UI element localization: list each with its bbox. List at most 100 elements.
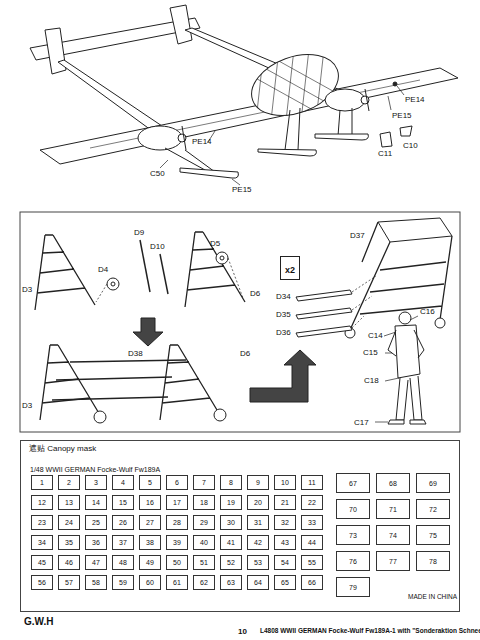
ladder-parts-shape bbox=[160, 254, 168, 294]
mask-number: 74 bbox=[389, 532, 397, 539]
mask-piece: 79 bbox=[336, 577, 370, 597]
panel-frame bbox=[20, 212, 460, 432]
ladder-parts-shape bbox=[214, 409, 226, 421]
ladder-parts-shape bbox=[350, 222, 452, 330]
ladder-parts-shape bbox=[140, 240, 150, 292]
note: L4808 WWII GERMAN Focke-Wulf Fw189A-1 wi… bbox=[260, 628, 480, 635]
ladder-parts-shape bbox=[216, 252, 228, 264]
mask-piece: 32 bbox=[274, 515, 296, 530]
mask-piece: 55 bbox=[301, 555, 323, 570]
callout-number: D35 bbox=[276, 311, 291, 319]
multiplier-box: x2 bbox=[280, 256, 300, 280]
ladder-parts-shape bbox=[388, 420, 426, 424]
ladder-parts-shape bbox=[96, 284, 107, 302]
ladder-parts-shape bbox=[388, 330, 424, 358]
mask-piece: 11 bbox=[301, 475, 323, 490]
mask-number: 62 bbox=[200, 579, 208, 586]
ladder-parts-shape bbox=[185, 232, 245, 307]
mask-number: 33 bbox=[308, 519, 316, 526]
mask-number: 65 bbox=[281, 579, 289, 586]
mask-number: 45 bbox=[38, 559, 46, 566]
callout-number: C10 bbox=[403, 142, 418, 150]
mask-piece: 66 bbox=[301, 575, 323, 590]
mask-piece: 63 bbox=[220, 575, 242, 590]
mask-piece: 33 bbox=[301, 515, 323, 530]
callout-number: D6 bbox=[240, 350, 250, 358]
mask-piece: 71 bbox=[376, 499, 410, 519]
mask-panel: 遮贴 Canopy mask12345678910111213141516171… bbox=[20, 440, 460, 612]
mask-number: 15 bbox=[119, 499, 127, 506]
mask-piece: 27 bbox=[139, 515, 161, 530]
mask-number: 4 bbox=[121, 479, 125, 486]
aircraft-shape bbox=[393, 82, 397, 86]
mask-piece: 4 bbox=[112, 475, 134, 490]
mask-piece: 5 bbox=[139, 475, 161, 490]
ladder-parts-shape bbox=[56, 377, 172, 380]
brand-logo: G.W.H bbox=[24, 617, 53, 627]
mask-number: 14 bbox=[92, 499, 100, 506]
mask-number: 49 bbox=[146, 559, 154, 566]
mask-number: 17 bbox=[173, 499, 181, 506]
ladder-parts-shape bbox=[250, 350, 316, 402]
mask-number: 60 bbox=[146, 579, 154, 586]
mask-number: 52 bbox=[227, 559, 235, 566]
mask-number: 5 bbox=[148, 479, 152, 486]
ladder-parts-shape bbox=[296, 290, 352, 337]
mask-piece: 1 bbox=[31, 475, 53, 490]
mask-piece: 42 bbox=[247, 535, 269, 550]
mask-number: 3 bbox=[94, 479, 98, 486]
mask-number: 16 bbox=[146, 499, 154, 506]
aircraft-shape bbox=[40, 68, 458, 164]
mask-piece: 67 bbox=[336, 473, 370, 493]
ladder-parts-shape bbox=[111, 282, 115, 286]
mask-piece: 38 bbox=[139, 535, 161, 550]
mask-number: 41 bbox=[227, 539, 235, 546]
mask-number: 18 bbox=[200, 499, 208, 506]
mask-piece: 37 bbox=[112, 535, 134, 550]
mask-piece: 53 bbox=[247, 555, 269, 570]
aircraft-shape bbox=[138, 126, 182, 150]
aircraft-shape bbox=[397, 86, 404, 95]
ladder-parts-shape bbox=[52, 397, 168, 400]
note: MADE IN CHINA bbox=[408, 594, 457, 601]
mask-piece: 74 bbox=[376, 525, 410, 545]
mask-piece: 49 bbox=[139, 555, 161, 570]
mask-piece: 26 bbox=[112, 515, 134, 530]
mask-piece: 44 bbox=[301, 535, 323, 550]
mask-number: 53 bbox=[254, 559, 262, 566]
mask-number: 35 bbox=[65, 539, 73, 546]
callout-number: D3 bbox=[22, 286, 32, 294]
mask-number: 68 bbox=[389, 480, 397, 487]
mask-piece: 36 bbox=[85, 535, 107, 550]
mask-number: 59 bbox=[119, 579, 127, 586]
mask-number: 9 bbox=[256, 479, 260, 486]
mask-number: 26 bbox=[119, 519, 127, 526]
mask-number: 27 bbox=[146, 519, 154, 526]
mask-piece: 59 bbox=[112, 575, 134, 590]
callout-number: PE14 bbox=[192, 138, 212, 146]
mask-piece: 16 bbox=[139, 495, 161, 510]
mask-number: 46 bbox=[65, 559, 73, 566]
aircraft-shape bbox=[388, 96, 391, 110]
page-number: 10 bbox=[238, 628, 247, 636]
mask-number: 22 bbox=[308, 499, 316, 506]
mask-piece: 48 bbox=[112, 555, 134, 570]
mask-piece: 31 bbox=[247, 515, 269, 530]
mask-piece: 78 bbox=[416, 551, 450, 571]
mask-number: 1 bbox=[40, 479, 44, 486]
mask-number: 56 bbox=[38, 579, 46, 586]
mask-number: 34 bbox=[38, 539, 46, 546]
aircraft-shape bbox=[58, 60, 165, 133]
ladder-parts-shape bbox=[40, 345, 100, 420]
mask-piece: 12 bbox=[31, 495, 53, 510]
mask-number: 12 bbox=[38, 499, 46, 506]
aircraft-shape bbox=[180, 168, 238, 178]
mask-number: 63 bbox=[227, 579, 235, 586]
mask-number: 64 bbox=[254, 579, 262, 586]
ladder-parts-shape bbox=[35, 235, 95, 310]
mask-number: 28 bbox=[173, 519, 181, 526]
callout-number: C50 bbox=[150, 170, 165, 178]
callout-number: C11 bbox=[378, 150, 392, 158]
mask-number: 2 bbox=[67, 479, 71, 486]
